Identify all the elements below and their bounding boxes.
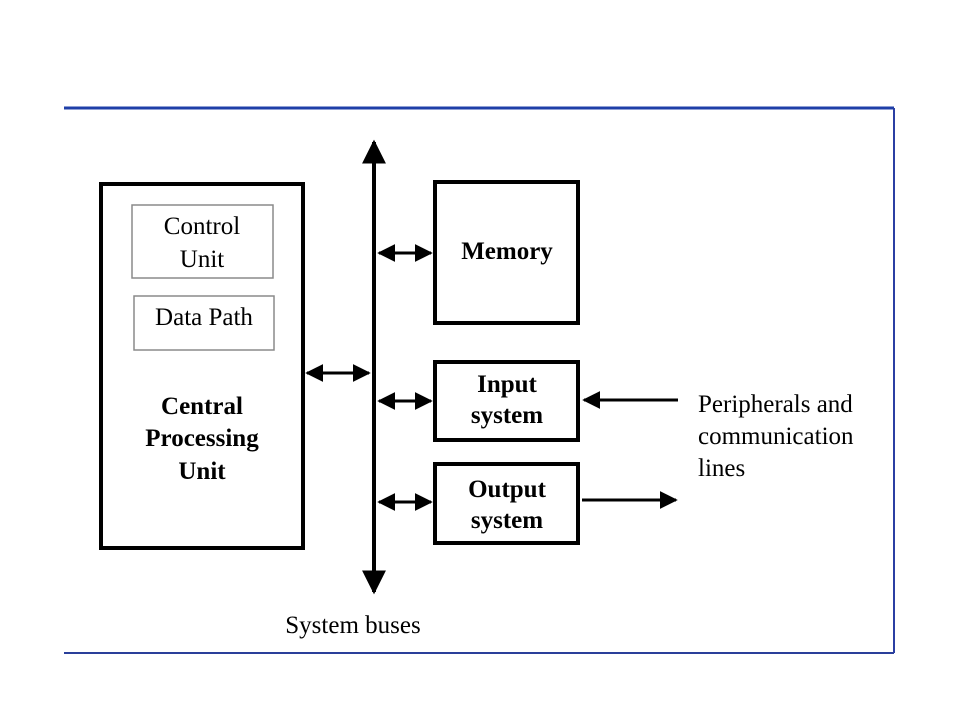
- cpu-title-line3: Unit: [178, 458, 226, 485]
- input-system-label-line2: system: [471, 402, 543, 429]
- cpu-box: [99, 182, 305, 550]
- cpu-title-line1: Central: [161, 393, 243, 420]
- data-path-label: Data Path: [155, 304, 253, 331]
- output-system-label-line1: Output: [468, 476, 546, 503]
- cpu-title-line2: Processing: [145, 425, 259, 452]
- control-unit-label-line2: Unit: [180, 246, 225, 273]
- input-system-label-line1: Input: [477, 371, 537, 398]
- control-unit-box: [131, 204, 274, 279]
- data-path-box: [133, 295, 275, 351]
- output-system-box: [433, 462, 580, 545]
- control-unit-label-line1: Control: [164, 213, 240, 240]
- memory-box: [433, 180, 580, 325]
- peripherals-label-line2: communication: [698, 423, 854, 450]
- peripherals-label-line1: Peripherals and: [698, 391, 853, 418]
- memory-label: Memory: [461, 238, 553, 265]
- output-system-label-line2: system: [471, 507, 543, 534]
- peripherals-label-line3: lines: [698, 455, 745, 482]
- system-buses-label: System buses: [285, 612, 420, 639]
- input-system-box: [433, 360, 580, 442]
